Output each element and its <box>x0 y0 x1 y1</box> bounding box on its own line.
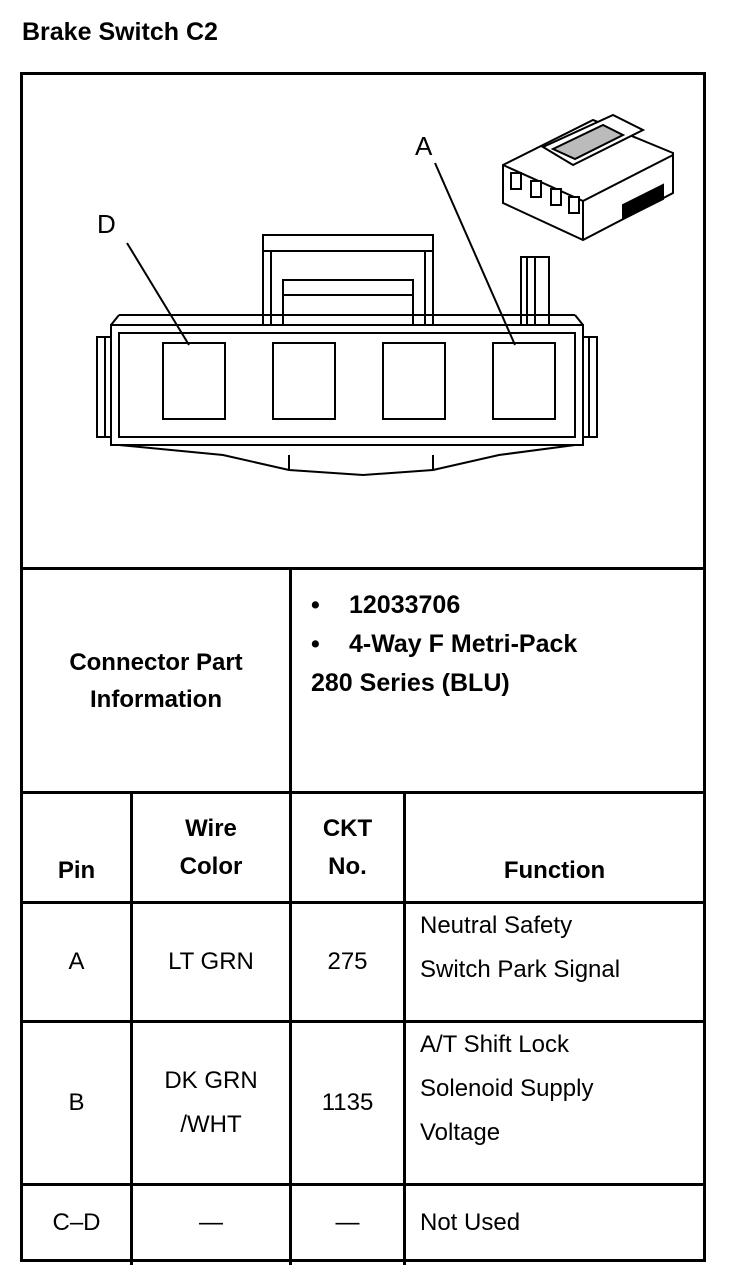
function-line: A/T Shift Lock <box>420 1031 569 1058</box>
header-function-label: Function <box>503 857 606 884</box>
connector-info-heading: Connector Part Information <box>23 570 289 791</box>
header-wire-line: Wire <box>185 814 237 842</box>
cavity-b <box>382 342 446 420</box>
pin-value: A <box>68 948 85 975</box>
divider <box>289 791 292 1265</box>
connector-diagram: A D <box>96 113 674 477</box>
divider <box>23 1183 703 1186</box>
label-pin-a: A <box>415 131 433 161</box>
header-wire-line: Color <box>179 852 243 880</box>
page-title: Brake Switch C2 <box>22 18 218 46</box>
ckt-value: 275 <box>327 948 368 975</box>
row-b-wire: DK GRN /WHT <box>133 1023 289 1183</box>
part-number-line: • 12033706 <box>311 586 577 625</box>
connector-thumbnail-icon <box>502 113 674 242</box>
connector-info-details: • 12033706 • 4-Way F Metri-Pack 280 Series… <box>311 586 577 703</box>
row-cd-pin: C–D <box>23 1186 130 1259</box>
row-cd-wire: — <box>133 1186 289 1259</box>
header-function: Function <box>406 794 703 901</box>
ckt-value: — <box>335 1208 360 1236</box>
pin-value: C–D <box>52 1208 101 1236</box>
description-line: • 4-Way F Metri-Pack <box>311 625 577 664</box>
divider <box>23 1020 703 1023</box>
function-line: Voltage <box>420 1119 501 1146</box>
cavity-d <box>162 342 226 420</box>
connector-description: 4-Way F Metri-Pack <box>349 630 578 658</box>
wire-value: LT GRN <box>168 948 254 975</box>
row-cd-ckt: — <box>292 1186 403 1259</box>
header-ckt-line: CKT <box>322 814 373 842</box>
function-line: Neutral Safety <box>420 912 573 939</box>
label-pin-d: D <box>97 209 116 239</box>
bullet-marker: • <box>311 630 320 658</box>
wire-value: /WHT <box>180 1111 242 1138</box>
row-a-wire: LT GRN <box>133 904 289 1020</box>
header-pin: Pin <box>23 794 130 901</box>
header-ckt-no: CKT No. <box>292 794 403 901</box>
function-line: Not Used <box>420 1208 521 1236</box>
ckt-value: 1135 <box>321 1089 374 1116</box>
row-b-ckt: 1135 <box>292 1023 403 1183</box>
divider <box>289 567 292 794</box>
wire-value: DK GRN <box>164 1067 258 1094</box>
part-number: 12033706 <box>349 591 461 619</box>
leader-line-a <box>434 162 516 346</box>
connector-table-frame: A D Connector Part Information • 12033706… <box>20 72 706 1265</box>
row-a-ckt: 275 <box>292 904 403 1020</box>
divider <box>23 791 703 794</box>
function-line: Switch Park Signal <box>420 956 621 983</box>
row-b-function: A/T Shift Lock Solenoid Supply Voltage <box>420 1023 703 1183</box>
connector-description-cont: 280 Series (BLU) <box>311 669 510 697</box>
divider <box>23 901 703 904</box>
function-line: Solenoid Supply <box>420 1075 594 1102</box>
connector-info-heading-line: Connector Part <box>69 648 243 676</box>
cavity-c <box>272 342 336 420</box>
row-a-function: Neutral Safety Switch Park Signal <box>420 904 703 1020</box>
row-a-pin: A <box>23 904 130 1020</box>
cavity-a <box>492 342 556 420</box>
wire-value: — <box>199 1208 223 1236</box>
header-wire-color: Wire Color <box>133 794 289 901</box>
divider <box>23 567 703 570</box>
description-line: 280 Series (BLU) <box>311 664 577 703</box>
row-cd-function: Not Used <box>420 1186 703 1259</box>
header-pin-label: Pin <box>57 857 96 884</box>
leader-line-d <box>126 242 190 346</box>
header-ckt-line: No. <box>328 852 367 880</box>
divider <box>130 791 133 1265</box>
connector-info-heading-line: Information <box>90 685 222 713</box>
divider <box>403 791 406 1265</box>
bullet-marker: • <box>311 591 320 619</box>
row-b-pin: B <box>23 1023 130 1183</box>
pin-value: B <box>68 1089 85 1116</box>
